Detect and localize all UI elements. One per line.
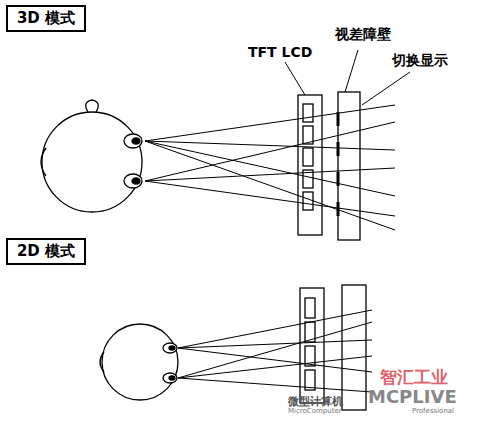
pupil (169, 376, 175, 380)
mode-heading: 3D 模式 (17, 9, 75, 28)
light-rays-2d (178, 310, 372, 392)
eye (124, 134, 142, 148)
watermark: MCPLIVE (368, 386, 457, 407)
mode-heading-box: 3D 模式 (6, 5, 86, 32)
barrier-plate (338, 92, 360, 240)
pupil (169, 346, 175, 350)
pupil (132, 178, 140, 184)
watermark: 智汇工业 (380, 366, 448, 389)
part-label: TFT LCD (248, 44, 312, 60)
pupil (132, 138, 140, 144)
head (42, 112, 142, 212)
ear (41, 148, 46, 176)
lcd-cells (305, 298, 315, 390)
tft-lcd-plate (300, 288, 324, 403)
mode-heading: 2D 模式 (17, 242, 75, 261)
watermark: MicroComputer (288, 407, 342, 415)
watermark: Professional (412, 407, 454, 415)
head-top (86, 100, 99, 112)
head (102, 324, 178, 400)
part-label: 切换显示 (392, 52, 448, 70)
part-label: 视差障壁 (335, 26, 391, 44)
eye (124, 174, 142, 188)
barrier-slits (337, 112, 340, 216)
ear (100, 352, 104, 372)
lcd-cells (303, 104, 313, 210)
eye (163, 373, 177, 383)
mode-heading-box: 2D 模式 (6, 238, 86, 265)
watermark: 微型计算机 (288, 394, 343, 409)
light-rays-3d (145, 105, 395, 230)
eye (163, 343, 177, 353)
